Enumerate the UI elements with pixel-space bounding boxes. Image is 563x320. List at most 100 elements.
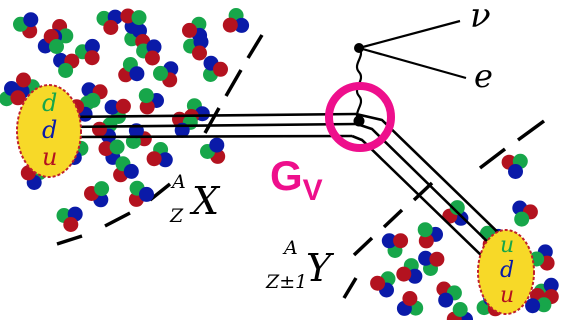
quark-ball <box>418 233 434 249</box>
quark-ball <box>115 98 131 114</box>
quark-ball <box>98 141 114 157</box>
quark-ball <box>16 72 31 88</box>
interaction-vertex-dot <box>353 115 365 127</box>
parent-symbol: X <box>189 179 221 223</box>
quark-ball <box>396 266 412 282</box>
quark-ball <box>131 10 147 26</box>
quark-ball <box>536 297 552 313</box>
quark-ball <box>123 163 139 179</box>
nucleon <box>417 222 443 249</box>
quark-ball <box>514 211 530 227</box>
nucleon <box>381 233 409 258</box>
nucleon <box>501 153 528 179</box>
quark-ball <box>103 20 119 35</box>
quark-ball <box>213 61 228 77</box>
nucleon <box>153 61 179 88</box>
quark-left-bottom: u <box>42 143 57 171</box>
quark-ball <box>543 277 559 293</box>
quark-ball <box>94 181 110 197</box>
nucleon <box>84 181 110 208</box>
quark-ball <box>429 251 445 267</box>
quark-right-bottom: u <box>500 283 514 308</box>
quark-ball <box>209 137 225 153</box>
nucleon-tracks <box>61 112 511 259</box>
quark-ball <box>84 50 100 66</box>
nucleon <box>118 57 145 83</box>
nucleon-cluster-group <box>0 8 559 320</box>
gv-label-main: G <box>270 152 303 199</box>
quark-ball <box>193 34 209 50</box>
quark-ball <box>120 8 136 24</box>
quark-ball <box>508 164 523 179</box>
daughter-atomic-number: Z±1 <box>265 271 307 293</box>
quark-ball <box>84 38 100 54</box>
nucleon <box>37 29 64 54</box>
daughter-symbol: Y <box>306 246 335 290</box>
nucleon <box>120 8 147 34</box>
quark-ball <box>23 12 39 28</box>
electron-label: e <box>474 57 493 95</box>
lepton-vertex <box>355 19 467 122</box>
nucleon <box>13 12 39 39</box>
quark-ball <box>452 302 468 317</box>
quark-ball <box>418 250 434 266</box>
nucleon <box>370 271 396 298</box>
quark-ball <box>139 186 154 202</box>
nucleon <box>56 206 83 232</box>
lepton-vertex-dot <box>354 43 364 53</box>
quark-ball <box>370 275 386 291</box>
quark-left-middle: d <box>42 116 57 144</box>
quark-ball <box>138 88 154 104</box>
quark-ball <box>58 63 74 78</box>
nucleon <box>75 38 100 66</box>
nucleon <box>113 156 139 183</box>
quark-ball <box>10 90 26 106</box>
daughter-nucleus-label: A Z±1 Y <box>265 237 335 293</box>
nucleon <box>136 39 162 66</box>
nucleon <box>124 23 151 49</box>
quark-ball <box>139 99 155 115</box>
quark-ball <box>449 200 465 216</box>
nucleon <box>183 34 209 61</box>
parent-atomic-number: Z <box>169 205 184 227</box>
nucleon <box>96 9 123 35</box>
nucleon <box>53 52 80 78</box>
nucleon <box>222 8 250 33</box>
nucleon <box>418 250 445 276</box>
parent-mass-number: A <box>170 171 186 193</box>
quark-ball <box>438 292 454 308</box>
quark-ball <box>63 217 79 232</box>
quark-ball <box>393 233 409 249</box>
quark-ball <box>182 22 197 38</box>
quark-ball <box>234 17 250 33</box>
nucleon <box>146 142 173 168</box>
nucleon <box>396 258 423 284</box>
nucleon <box>525 288 552 314</box>
quark-ball <box>222 17 238 33</box>
gv-label-subscript: V <box>303 174 323 207</box>
quark-ball <box>146 151 162 167</box>
gv-label: GV <box>270 152 323 207</box>
nucleon <box>529 244 555 271</box>
parent-nucleus-label: A Z X <box>169 171 221 227</box>
nucleon <box>203 55 228 82</box>
nucleus-boundaries <box>56 34 546 299</box>
nucleon <box>436 281 462 308</box>
nucleon <box>446 302 473 320</box>
quark-ball <box>146 39 162 55</box>
quark-ball <box>381 233 397 249</box>
quark-bag-right-ellipse <box>477 229 535 315</box>
quark-ball <box>417 222 433 238</box>
quark-ball <box>525 298 541 314</box>
quark-right-middle: d <box>500 258 514 283</box>
nucleon <box>92 117 118 144</box>
neutrino-label: ν <box>470 0 491 36</box>
quark-right-top: u <box>500 233 514 258</box>
daughter-mass-number: A <box>282 237 298 259</box>
quark-left-top: d <box>42 89 57 117</box>
quark-bag-left-ellipse <box>16 84 82 178</box>
nucleon <box>128 180 154 207</box>
quark-bag-right: u d u <box>477 229 535 315</box>
quark-ball <box>58 28 74 44</box>
